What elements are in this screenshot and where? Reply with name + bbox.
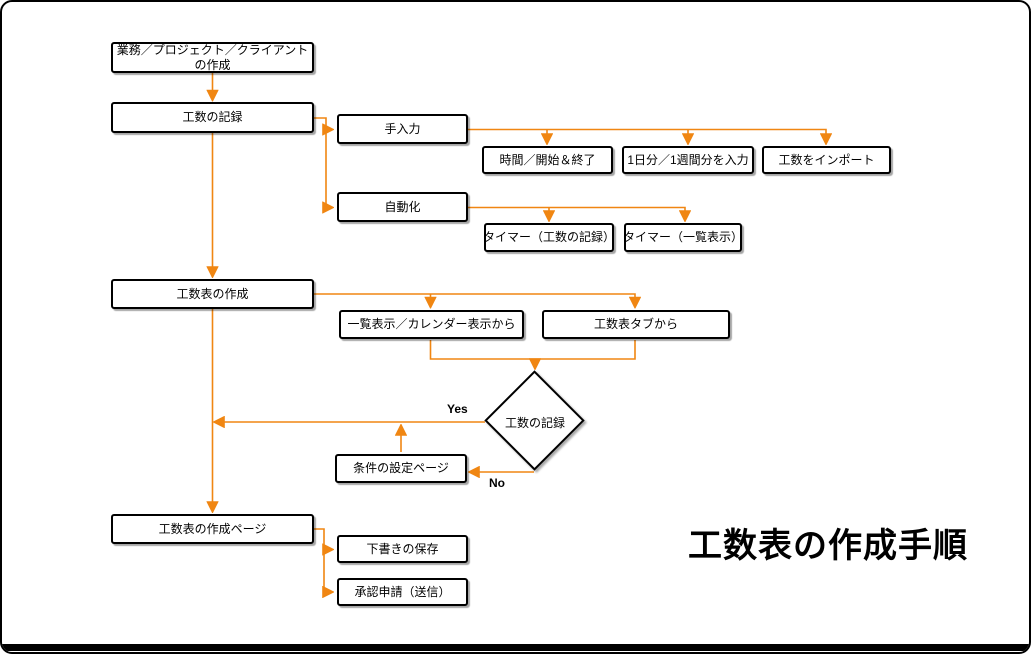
node-create-timesheet: 工数表の作成	[111, 279, 314, 309]
decision-label: 工数の記録	[504, 416, 565, 430]
node-manual-input: 手入力	[337, 114, 468, 144]
node-create-project: 業務／プロジェクト／クライアント の作成	[111, 42, 314, 73]
node-create-timesheet-page: 工数表の作成ページ	[111, 514, 314, 544]
node-save-draft: 下書きの保存	[337, 535, 468, 563]
edge-record-to-manual-and-automation	[313, 117, 331, 208]
edge-page-fanout	[313, 528, 331, 592]
edge-automation-fanout	[468, 206, 685, 220]
node-condition-settings: 条件の設定ページ	[335, 454, 467, 483]
node-from-timesheet-tab: 工数表タブから	[542, 310, 730, 339]
node-time-start-end: 時間／開始＆終了	[482, 146, 613, 174]
edge-manual-fanout	[468, 128, 826, 143]
node-timer-record: タイマー（工数の記録）	[483, 223, 615, 252]
edge-label-yes: Yes	[447, 402, 468, 416]
node-timer-list: タイマー（一覧表示）	[623, 223, 743, 252]
node-from-list-calendar: 一覧表示／カレンダー表示から	[339, 310, 524, 339]
diagram-title: 工数表の作成手順	[688, 527, 968, 565]
node-automation: 自動化	[337, 192, 468, 222]
edge-label-no: No	[489, 476, 505, 490]
node-approval-request: 承認申請（送信）	[337, 578, 468, 606]
node-import-hours: 工数をインポート	[762, 146, 891, 174]
edge-merge-to-decision	[429, 340, 636, 367]
edge-create-timesheet-fanout	[313, 293, 635, 306]
bottom-bar	[2, 644, 1029, 651]
node-record-hours: 工数の記録	[111, 102, 314, 133]
node-day-week-input: 1日分／1週間分を入力	[622, 146, 754, 174]
